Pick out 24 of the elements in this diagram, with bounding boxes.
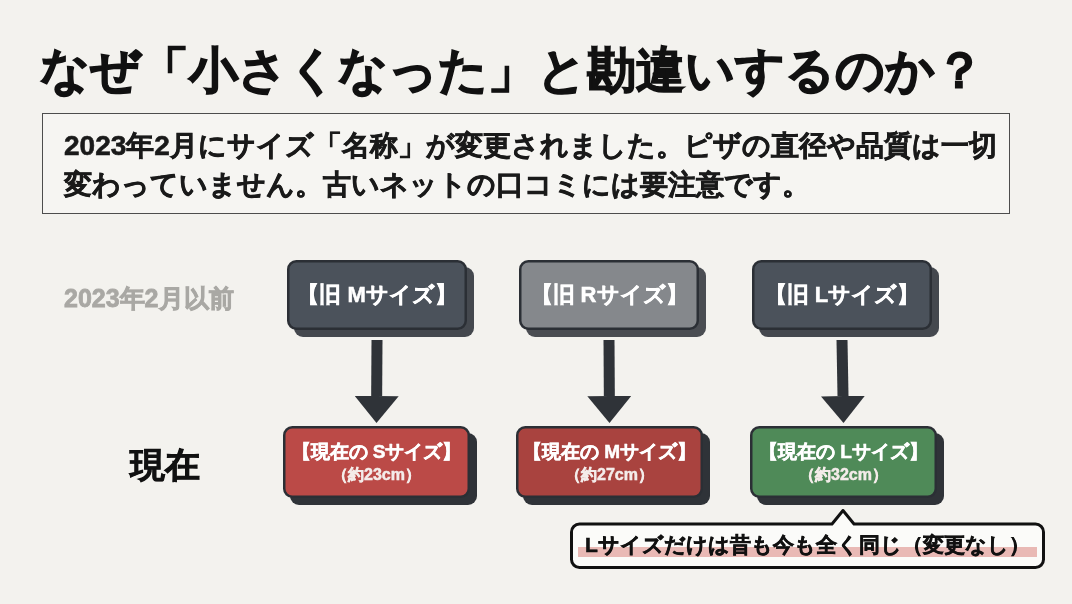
diameter-label: （約23cm） bbox=[332, 465, 421, 485]
speech-bubble bbox=[570, 509, 1045, 569]
size-box bbox=[750, 426, 944, 505]
size-box bbox=[519, 260, 706, 337]
size-box bbox=[516, 426, 710, 505]
diameter-label: （約27cm） bbox=[565, 465, 654, 485]
size-box bbox=[287, 260, 474, 337]
size-label: 【現在の Sサイズ】 bbox=[291, 440, 462, 464]
arrow bbox=[587, 339, 632, 423]
size-label: 【現在の Mサイズ】 bbox=[522, 440, 697, 464]
size-box bbox=[752, 260, 939, 337]
title: なぜ「小さくなった」と勘違いするのか？ bbox=[40, 42, 984, 99]
size-label: 【現在の Lサイズ】 bbox=[759, 440, 928, 464]
note-text: 2023年2月にサイズ「名称」が変更されました。ピザの直径や品質は一切変わっていません。古いネットの口コミには要注意です。 bbox=[63, 129, 998, 202]
note-box bbox=[42, 113, 1010, 214]
row-label: 現在 bbox=[130, 444, 200, 486]
arrow bbox=[354, 339, 399, 423]
row-label: 2023年2月以前 bbox=[64, 283, 234, 313]
size-label: 【旧 Mサイズ】 bbox=[297, 281, 457, 309]
arrow bbox=[821, 339, 865, 423]
size-label: 【旧 Rサイズ】 bbox=[530, 281, 688, 309]
size-label: 【旧 Lサイズ】 bbox=[764, 281, 920, 309]
size-box bbox=[283, 426, 477, 505]
diameter-label: （約32cm） bbox=[799, 465, 888, 485]
